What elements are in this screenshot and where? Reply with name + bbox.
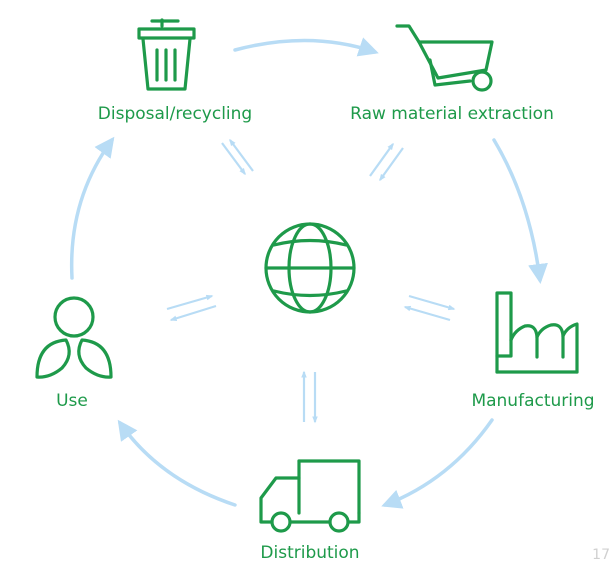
label-raw-material-extraction: Raw material extraction: [350, 104, 554, 124]
trash-can-icon: [137, 18, 196, 91]
exchange-arrows-extraction: [369, 142, 404, 182]
label-disposal-recycling: Disposal/recycling: [97, 104, 253, 124]
arrow-manufacturing-to-distribution: [381, 418, 494, 509]
person-icon: [35, 296, 113, 379]
label-use: Use: [56, 391, 88, 411]
page-number: 17: [592, 547, 610, 563]
exchange-arrows-distribution: [301, 370, 318, 424]
wheelbarrow-icon: [395, 24, 494, 92]
label-manufacturing: Manufacturing: [471, 391, 595, 411]
exchange-arrows-use: [166, 294, 217, 322]
arrow-disposal-to-extraction: [233, 37, 379, 57]
arrow-use-to-disposal: [69, 136, 115, 280]
globe-icon: [264, 222, 356, 314]
exchange-arrows-disposal: [221, 138, 254, 176]
label-distribution: Distribution: [260, 543, 360, 563]
truck-icon: [259, 459, 361, 533]
factory-icon: [495, 291, 579, 374]
exchange-arrows-manufacturing: [403, 294, 456, 322]
arrow-extraction-to-manufacturing: [492, 138, 548, 284]
arrow-distribution-to-use: [117, 419, 237, 507]
